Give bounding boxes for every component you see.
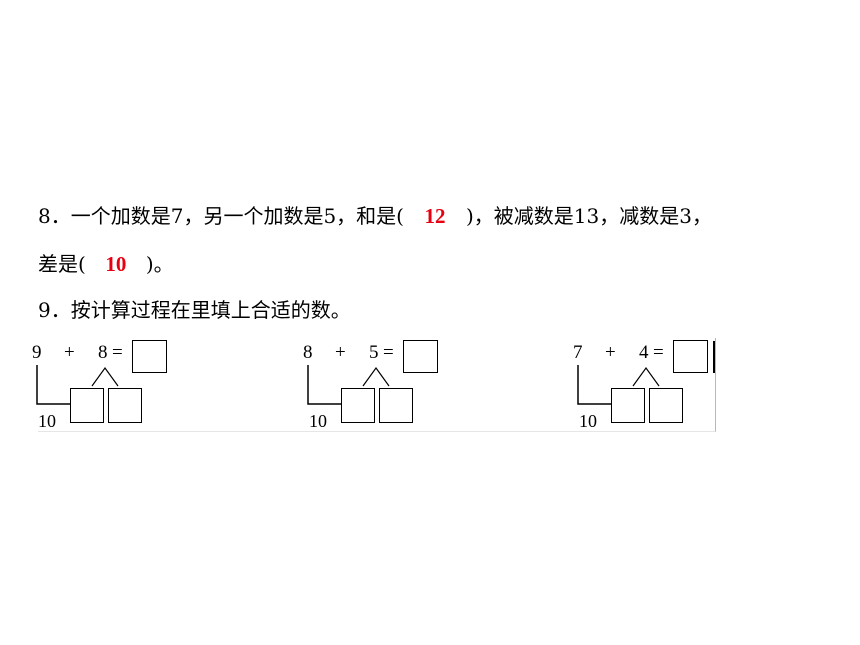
addend-b: 8 bbox=[98, 342, 108, 363]
q8-text-mid: )，被减数是13，减数是3， bbox=[465, 204, 712, 228]
split-box-right[interactable] bbox=[649, 388, 683, 423]
plus-sign: + bbox=[605, 342, 616, 363]
text-cursor bbox=[713, 341, 715, 373]
addend-b: 5 bbox=[369, 342, 379, 363]
equals-sign: = bbox=[112, 342, 123, 363]
ten-label: 10 bbox=[579, 411, 597, 431]
equals-sign: = bbox=[653, 342, 664, 363]
q9-exercise-panel: 9 + 8 = 10 8 + 5 = 10 7 + 4 = bbox=[32, 338, 716, 432]
q9-problem-1: 9 + 8 = 10 bbox=[32, 338, 192, 431]
split-box-right[interactable] bbox=[108, 388, 142, 423]
addend-a: 7 bbox=[573, 342, 583, 363]
decomposition-lines bbox=[36, 365, 119, 405]
decomposition-lines bbox=[307, 365, 390, 405]
q8-text-diff: 差是( bbox=[38, 252, 86, 276]
q9-instruction: 9．按计算过程在里填上合适的数。 bbox=[38, 298, 351, 322]
q9-problem-2: 8 + 5 = 10 bbox=[303, 338, 463, 431]
q8-line-2: 差是( 10 )。 bbox=[38, 250, 174, 278]
q8-text-start: 8．一个加数是7，另一个加数是5，和是( bbox=[38, 204, 404, 228]
result-box[interactable] bbox=[403, 340, 438, 373]
split-box-left[interactable] bbox=[611, 388, 645, 423]
split-box-right[interactable] bbox=[379, 388, 413, 423]
result-box[interactable] bbox=[132, 340, 167, 373]
ten-label: 10 bbox=[309, 411, 327, 431]
q8-sum-answer: 12 bbox=[424, 204, 446, 228]
addend-b: 4 bbox=[639, 342, 649, 363]
plus-sign: + bbox=[64, 342, 75, 363]
q8-line-1: 8．一个加数是7，另一个加数是5，和是( 12 )，被减数是13，减数是3， bbox=[38, 202, 712, 230]
addend-a: 9 bbox=[32, 342, 42, 363]
addend-a: 8 bbox=[303, 342, 313, 363]
ten-label: 10 bbox=[38, 411, 56, 431]
decomposition-lines bbox=[577, 365, 660, 405]
result-box[interactable] bbox=[673, 340, 708, 373]
plus-sign: + bbox=[335, 342, 346, 363]
q8-diff-answer: 10 bbox=[105, 252, 127, 276]
equals-sign: = bbox=[383, 342, 394, 363]
q8-text-end: )。 bbox=[145, 252, 174, 276]
split-box-left[interactable] bbox=[70, 388, 104, 423]
q9-problem-3: 7 + 4 = 10 bbox=[573, 338, 733, 431]
split-box-left[interactable] bbox=[341, 388, 375, 423]
